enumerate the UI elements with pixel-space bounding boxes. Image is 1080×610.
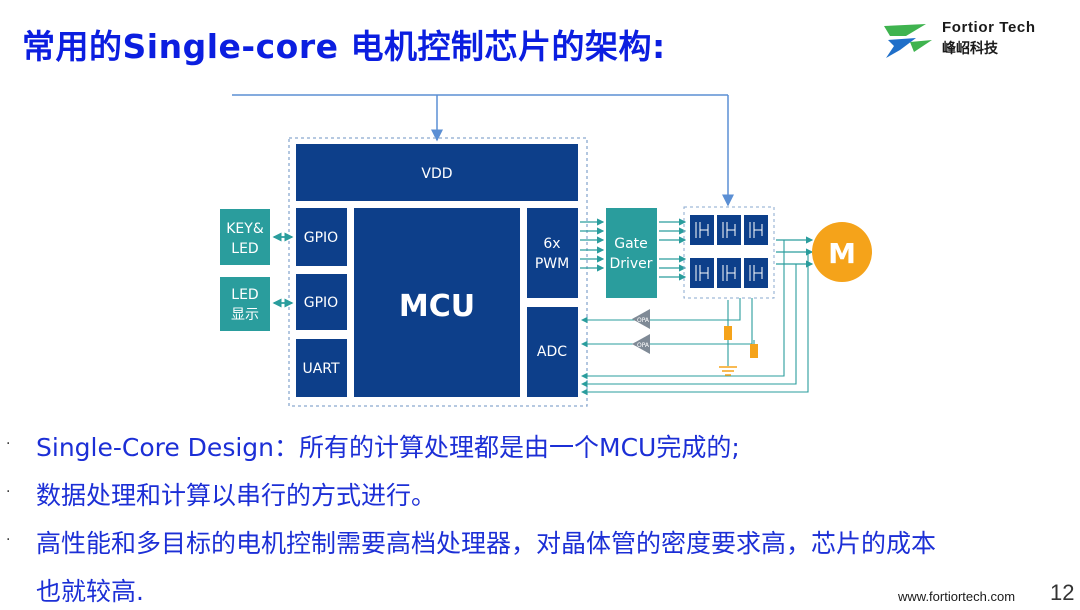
bullet-marker: · bbox=[6, 484, 11, 500]
bullet-text-3: 高性能和多目标的电机控制需要高档处理器，对晶体管的密度要求高，芯片的成本 bbox=[36, 529, 937, 558]
bullet-text-4: 也就较高. bbox=[36, 577, 144, 606]
gpio-label-2: GPIO bbox=[304, 295, 338, 311]
opa-label-1: OPA bbox=[637, 317, 650, 324]
gpio-connectors bbox=[272, 232, 294, 308]
key-led-label-2: LED bbox=[231, 241, 258, 257]
mosfet-bridge bbox=[683, 206, 775, 299]
mcu-block bbox=[354, 208, 520, 397]
led-display-block bbox=[220, 277, 270, 331]
opa-amplifier-2: OPA bbox=[632, 334, 650, 354]
logo-name-cn: 峰岹科技 bbox=[942, 41, 998, 57]
key-led-block bbox=[220, 209, 270, 265]
led-display-label-1: LED bbox=[231, 287, 258, 303]
led-display-label-2: 显示 bbox=[231, 307, 259, 323]
pwm-lines bbox=[580, 218, 605, 272]
company-logo: Fortior Tech 峰岹科技 bbox=[880, 18, 1060, 62]
vdd-block bbox=[296, 144, 578, 201]
fortior-logo-icon bbox=[884, 24, 932, 58]
adc-label: ADC bbox=[537, 344, 567, 360]
footer-url: www.fortiortech.com bbox=[898, 589, 1016, 604]
page-title: 常用的Single-core 电机控制芯片的架构: bbox=[22, 27, 666, 66]
gate-driver-block bbox=[606, 208, 657, 298]
mcu-label: MCU bbox=[399, 289, 475, 324]
architecture-diagram: V VDD GPIO GPIO UART MCU 6x PWM ADC KEY&… bbox=[218, 94, 872, 407]
motor-label: M bbox=[828, 237, 856, 270]
gpio-block-2 bbox=[296, 274, 347, 330]
gate-driver-label-1: Gate bbox=[614, 236, 648, 252]
bullet-text-1: Single-Core Design：所有的计算处理都是由一个MCU完成的; bbox=[36, 433, 740, 462]
uart-block bbox=[296, 339, 347, 397]
bullet-text-2: 数据处理和计算以串行的方式进行。 bbox=[36, 481, 437, 510]
chip-outline bbox=[288, 137, 588, 407]
adc-block bbox=[527, 307, 578, 397]
key-led-label-1: KEY& bbox=[226, 221, 264, 237]
ground-icon bbox=[719, 366, 737, 376]
page-number: 12 bbox=[1050, 580, 1075, 605]
motor-circle bbox=[812, 222, 872, 282]
bullet-marker: · bbox=[6, 532, 11, 548]
bullet-marker: · bbox=[6, 436, 11, 452]
gate-lines bbox=[659, 218, 687, 281]
motor-phase-lines bbox=[776, 236, 814, 268]
pwm-label-2: PWM bbox=[535, 256, 569, 272]
pwm-block bbox=[527, 208, 578, 298]
pwm-label-1: 6x bbox=[543, 236, 560, 252]
opa-amplifier-1: OPA bbox=[632, 309, 650, 329]
supply-label: V bbox=[218, 98, 229, 114]
vdd-label: VDD bbox=[421, 166, 452, 182]
shunt-resistor-2 bbox=[750, 344, 758, 358]
shunt-resistor-1 bbox=[724, 326, 732, 340]
logo-name-en: Fortior Tech bbox=[942, 19, 1036, 36]
uart-label: UART bbox=[302, 361, 340, 377]
gpio-block-1 bbox=[296, 208, 347, 266]
gpio-label-1: GPIO bbox=[304, 230, 338, 246]
opa-label-2: OPA bbox=[637, 342, 650, 349]
supply-lines bbox=[232, 94, 734, 207]
gate-driver-label-2: Driver bbox=[609, 256, 652, 272]
